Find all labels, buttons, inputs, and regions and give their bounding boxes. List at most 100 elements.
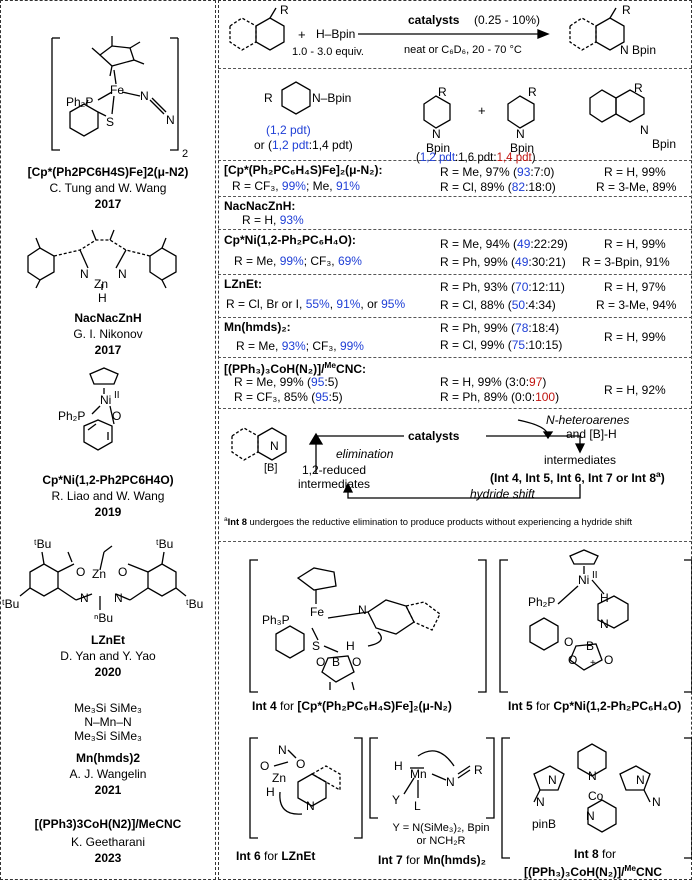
text-part: Int 6 — [236, 849, 261, 863]
row-title: LZnEt: — [224, 277, 262, 291]
text-part: :18:4) — [528, 321, 560, 335]
lz-n-atom: N — [114, 591, 123, 605]
separator — [218, 229, 692, 230]
catalyst-formula: LZnEt — [91, 633, 125, 647]
int4-fe-atom: Fe — [310, 605, 325, 619]
ratio: 49 — [517, 237, 531, 251]
text-part: ; CF₃, — [303, 254, 338, 268]
catalyst-loading: (0.25 - 10%) — [474, 13, 541, 27]
text-part: [(PPh₃)₃CoH(N₂)]/ — [224, 362, 325, 376]
catalyst-formula: [Cp*(Ph2PC6H4S)Fe]2(μ-N2) — [27, 165, 189, 179]
int5-o-atom: O — [568, 653, 578, 667]
text-part: Int 4 — [252, 699, 277, 713]
p4-bpin: Bpin — [652, 137, 677, 151]
row-col3a: R = H, 99% — [604, 237, 666, 251]
cycle-substrates: N-heteroarenes — [546, 413, 630, 427]
row-col3b: R = 3-Bpin, 91% — [582, 255, 670, 269]
label-part: 1,4 pdt — [496, 152, 532, 164]
text-part: CNC: — [336, 362, 367, 376]
substrate-r-label: R — [280, 3, 289, 17]
text-part: R = Me, — [234, 254, 280, 268]
reaction-scheme-drawing — [229, 7, 625, 51]
int5-ni-atom: Ni — [578, 573, 590, 587]
hbpin-equiv: 1.0 - 3.0 equiv. — [292, 46, 364, 58]
int6-n2-atom: N — [306, 799, 315, 813]
text-part: ) — [542, 375, 547, 389]
nbu-group: ⁿBu — [94, 611, 114, 625]
int4-h-atom: H — [346, 639, 355, 653]
yield: 91% — [336, 297, 361, 311]
int4-caption: Int 4 for [Cp*(Ph₂PC₆H₄S)Fe]₂(μ-N₂) — [252, 699, 452, 713]
conditions-label: neat or C₆D₆, 20 - 70 °C — [404, 44, 522, 56]
ni-atom: Ni — [100, 393, 112, 407]
zn-n-atom: N — [118, 267, 127, 281]
int8-n-atom: N — [636, 773, 645, 787]
int5-o-atom: O — [564, 635, 574, 649]
int5-h-atom: H — [600, 591, 609, 605]
mn-structure-top: Me₃Si SiMe₃ — [74, 701, 142, 715]
catalyst-year: 2023 — [94, 851, 122, 865]
text-part: for — [598, 847, 617, 861]
catalyst-authors: C. Tung and W. Wang — [49, 181, 167, 195]
int8-n-atom: N — [536, 795, 545, 809]
text-part: LZnEt — [281, 849, 316, 863]
text-part: a — [224, 516, 228, 523]
int8-n-atom: N — [652, 795, 661, 809]
text-part: Mn(hmds)₂ — [423, 853, 486, 867]
catalyst-authors: K. Geetharani — [70, 835, 146, 849]
catalyst-year: 2019 — [94, 505, 122, 519]
p1-r-label: R — [264, 91, 273, 105]
text-part: ; CF₃, — [305, 339, 340, 353]
lznet-structure — [19, 545, 187, 610]
fe-s-atom: S — [106, 115, 115, 129]
lz-o-atom: O — [76, 565, 86, 579]
p23-ratio-label: (1,2 pdt:1,6 pdt:1,4 pdt) — [416, 152, 536, 165]
text-part: Int 7 — [378, 853, 403, 867]
row-title: NacNacZnH: — [224, 199, 296, 213]
text-part: :30:21) — [528, 255, 566, 269]
text-part: [Cp*(Ph₂PC₆H₄S)Fe]₂(μ-N₂) — [297, 699, 452, 713]
label-part: 1,2 pdt — [419, 152, 456, 164]
int5-o-atom: O — [604, 653, 614, 667]
ratio: 50 — [511, 298, 526, 312]
row-col3a: R = H, 92% — [604, 383, 666, 397]
row-col1a: R = Me, 99% (95:5) — [234, 375, 338, 389]
text-part: for — [402, 853, 424, 867]
row-col2b: R = Ph, 89% (0:0:100) — [440, 390, 559, 404]
catalyst-year: 2020 — [94, 665, 122, 679]
text-part: R = Cl, 88% ( — [440, 298, 512, 312]
lz-n-atom: N — [80, 591, 89, 605]
text-part: a — [656, 469, 661, 479]
int6-h-atom: H — [266, 785, 275, 799]
separator — [218, 160, 692, 161]
row-col1: R = Cl, Br or I, 55%, 91%, or 95% — [226, 297, 406, 311]
text-part: CNC — [636, 865, 663, 879]
int4-o-atom: O — [316, 655, 326, 669]
ni-oxidation-state: II — [114, 390, 120, 401]
row-col2a: R = Me, 97% (93:7:0) — [440, 165, 554, 179]
cycle-product-b: [B] — [264, 462, 278, 474]
text-part: Me — [624, 863, 637, 873]
ratio: 95 — [315, 390, 329, 404]
separator — [218, 541, 692, 542]
separator — [218, 196, 692, 197]
catalyst-authors: G. I. Nikonov — [73, 327, 143, 341]
catalytic-cycle-drawing — [231, 419, 586, 499]
yield: 95% — [381, 297, 406, 311]
catalyst-formula: Cp*Ni(1,2-Ph2PC6H4O) — [42, 473, 174, 487]
row-col2b: R = Cl, 89% (82:18:0) — [440, 180, 556, 194]
zn-n-atom: N — [80, 267, 89, 281]
separator — [218, 408, 692, 409]
yield: 93% — [281, 339, 306, 353]
int7-y-def: Y = N(SiMe₃)₂, Bpin — [392, 822, 490, 834]
tbu-group: ᵗBu — [34, 537, 52, 551]
int6-n-atom: N — [278, 743, 287, 757]
row-title: Cp*Ni(1,2-Ph₂PC₆H₄O): — [224, 233, 356, 247]
int5-b-atom: B — [586, 639, 595, 653]
text-part: :22:29) — [530, 237, 568, 251]
text-part: R = Cl, 89% ( — [440, 180, 512, 194]
yield: 93% — [279, 213, 304, 227]
text-part: R = Ph, 99% ( — [440, 255, 516, 269]
separator — [218, 68, 692, 69]
text-part: R = Ph, 93% ( — [440, 280, 516, 294]
